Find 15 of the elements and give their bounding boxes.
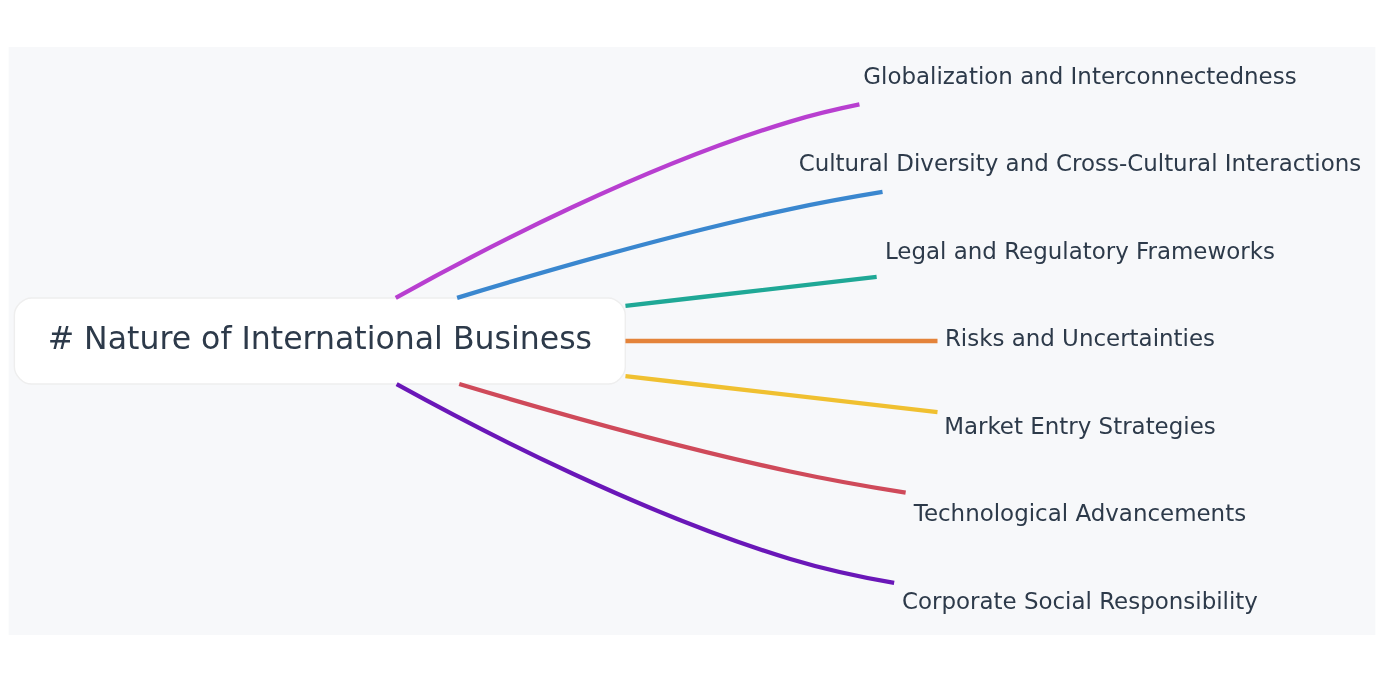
node-text: Legal and Regulatory Frameworks bbox=[884, 237, 1275, 264]
connector bbox=[394, 102, 860, 300]
connector bbox=[625, 338, 938, 344]
node-text: Corporate Social Responsibility bbox=[901, 587, 1258, 614]
node-text: Technological Advancements bbox=[913, 500, 1247, 527]
node-text: Globalization and Interconnectedness bbox=[863, 63, 1297, 89]
node-box: # Nature of International Business bbox=[13, 297, 627, 385]
connector bbox=[395, 382, 895, 586]
connector bbox=[456, 189, 883, 300]
connector bbox=[458, 381, 906, 495]
node-text: Risks and Uncertainties bbox=[944, 325, 1215, 352]
connector bbox=[625, 274, 877, 308]
node-text: Cultural Diversity and Cross-Cultural Interactions bbox=[798, 150, 1362, 177]
connector bbox=[625, 374, 938, 415]
node-text: Market Entry Strategies bbox=[944, 412, 1216, 439]
